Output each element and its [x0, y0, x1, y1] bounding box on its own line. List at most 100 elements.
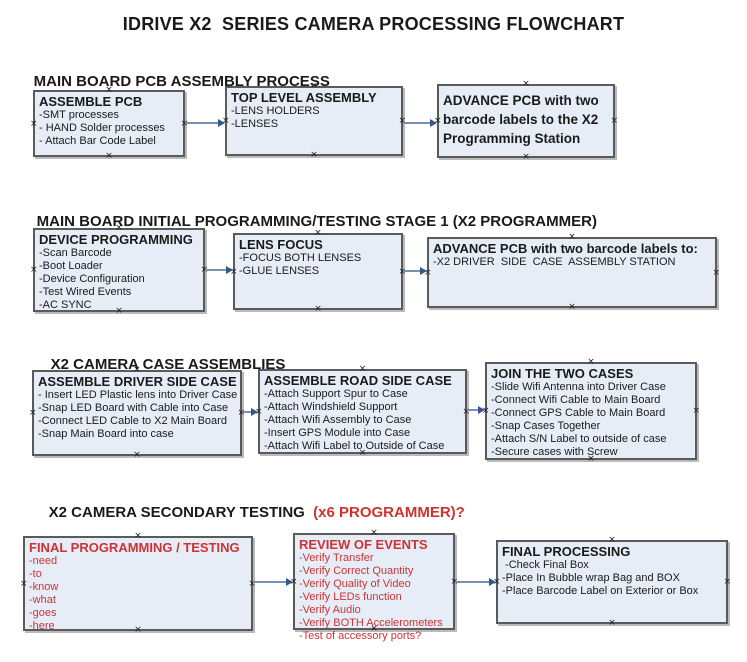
arrow-line: [185, 122, 220, 124]
arrow-head-icon: [430, 119, 437, 127]
flow-box-title: ASSEMBLE PCB: [39, 94, 143, 109]
arrow-review-to-final-processing: [455, 578, 496, 586]
connector-handle-left: ×: [424, 267, 432, 278]
flow-box-assemble-driver-side-case: ASSEMBLE DRIVER SIDE CASE - Insert LED P…: [29, 365, 245, 460]
flow-box-items: -Verify Transfer-Verify Correct Quantity…: [299, 552, 450, 643]
connector-handle-right: ×: [180, 119, 188, 128]
connector-handle-right: ×: [398, 267, 406, 276]
arrow-head-icon: [489, 578, 496, 586]
flow-box-item: -GLUE LENSES: [239, 265, 320, 277]
section-heading-initial-programming: MAIN BOARD INITIAL PROGRAMMING/TESTING S…: [20, 196, 597, 247]
flow-box-review-of-events: REVIEW OF EVENTS -Verify Transfer-Verify…: [290, 528, 458, 643]
arrow-final-programming-to-review: [253, 578, 293, 586]
flow-box-item: -Attach S/N Label to outside of case: [491, 433, 667, 445]
flow-box-item: -Insert GPS Module into Case: [264, 427, 411, 439]
flow-box-item: -Boot Loader: [39, 260, 103, 272]
connector-handle-left: ×: [493, 577, 501, 587]
connector-handle-left: ×: [255, 406, 263, 417]
flow-box-item: -here: [29, 620, 55, 632]
flow-box-item: -AC SYNC: [39, 299, 92, 311]
flow-box-title: ADVANCE PCB with two barcode labels to t…: [443, 93, 599, 146]
flow-box-title: JOIN THE TWO CASES: [491, 366, 634, 381]
connector-handle-bottom: ×: [358, 448, 367, 458]
flow-box-item: -FOCUS BOTH LENSES: [239, 252, 362, 264]
flow-box-item: -Verify Correct Quantity: [299, 565, 414, 577]
flow-box-items: -X2 DRIVER SIDE CASE ASSEMBLY STATION: [433, 256, 712, 269]
flow-box-item: -Snap Cases Together: [491, 420, 601, 432]
arrow-driver-case-to-road-case: [242, 408, 258, 416]
flow-box-item: -know: [29, 581, 59, 593]
connector-handle-left: ×: [20, 578, 28, 589]
flow-box-item: -Attach Wifi Label to Outside of Case: [264, 440, 445, 452]
flow-box-item: - Attach Bar Code Label: [39, 135, 156, 147]
flow-box-item: -Secure cases with Screw: [491, 446, 618, 458]
arrow-line: [253, 581, 288, 583]
section-heading-text: X2 CAMERA CASE ASSEMBLIES: [50, 356, 286, 373]
section-heading-secondary-testing: X2 CAMERA SECONDARY TESTING (x6 PROGRAMM…: [32, 487, 465, 538]
flow-box-item: -Snap LED Board with Cable into Case: [38, 402, 229, 414]
flow-box-title: ASSEMBLE DRIVER SIDE CASE: [38, 374, 237, 389]
page-title: IDRIVE X2 SERIES CAMERA PROCESSING FLOWC…: [122, 14, 625, 34]
flow-box-item: -Attach Windshield Support: [264, 401, 398, 413]
connector-handle-bottom: ×: [587, 454, 595, 464]
flow-box-item: -Verify BOTH Accelerometers: [299, 617, 443, 629]
connector-handle-right: ×: [692, 406, 700, 416]
flow-box-item: -Verify Quality of Video: [299, 578, 411, 590]
arrow-line: [455, 581, 491, 583]
flow-box-items: -Slide Wifi Antenna into Driver Case-Con…: [491, 381, 692, 459]
connector-handle-top: ×: [115, 223, 123, 233]
flow-box-items: -Scan Barcode-Boot Loader-Device Configu…: [39, 247, 200, 312]
flow-box-join-the-two-cases: JOIN THE TWO CASES -Slide Wifi Antenna i…: [482, 358, 700, 464]
connector-handle-left: ×: [230, 266, 238, 277]
connector-handle-top: ×: [358, 364, 367, 374]
connector-handle-top: ×: [133, 365, 141, 375]
flow-box-advance-pcb-driver-side-station: ADVANCE PCB with two barcode labels to: …: [424, 233, 720, 312]
flow-box-item: -Check Final Box: [502, 559, 589, 571]
flow-box-assemble-road-side-case: ASSEMBLE ROAD SIDE CASE -Attach Support …: [255, 364, 470, 458]
flow-box-item: -Device Configuration: [39, 273, 145, 285]
connector-handle-bottom: ×: [568, 302, 576, 312]
arrow-head-icon: [478, 406, 485, 414]
connector-handle-top: ×: [370, 528, 378, 538]
flow-box-item: -to: [29, 568, 42, 580]
arrow-lens-focus-to-advance-pcb: [403, 267, 427, 275]
connector-handle-left: ×: [29, 408, 37, 418]
flow-box-item: -Connect GPS Cable to Main Board: [491, 407, 666, 419]
section-heading-case-assemblies: X2 CAMERA CASE ASSEMBLIES: [34, 339, 286, 390]
connector-handle-right: ×: [610, 116, 618, 126]
flow-box-item: -Attach Wifi Assembly to Case: [264, 414, 412, 426]
connector-handle-left: ×: [434, 116, 442, 126]
flow-box-item: -Connect LED Cable to X2 Main Board: [38, 415, 227, 427]
flow-box-item: -what: [29, 594, 56, 606]
connector-handle-top: ×: [608, 535, 616, 545]
connector-handle-bottom: ×: [134, 625, 142, 635]
connector-handle-bottom: ×: [115, 306, 123, 316]
arrow-head-icon: [251, 408, 258, 416]
connector-handle-bottom: ×: [105, 151, 113, 161]
section-heading-pcb-assembly: MAIN BOARD PCB ASSEMBLY PROCESS: [17, 56, 330, 107]
flow-box-items: -Check Final Box-Place In Bubble wrap Ba…: [502, 559, 723, 598]
arrow-line: [403, 270, 422, 272]
connector-handle-bottom: ×: [310, 150, 318, 160]
flow-box-item: -Verify LEDs function: [299, 591, 402, 603]
flow-box-item: -Place In Bubble wrap Bag and BOX: [502, 572, 680, 584]
flow-box-final-programming-testing: FINAL PROGRAMMING / TESTING -need-to-kno…: [20, 532, 256, 635]
arrow-line: [403, 122, 432, 124]
flow-box-item: -Attach Support Spur to Case: [264, 388, 408, 400]
flow-box-item: -Verify Transfer: [299, 552, 374, 564]
flow-box-item: -Connect Wifi Cable to Main Board: [491, 394, 661, 406]
flow-box-title: LENS FOCUS: [239, 237, 323, 252]
section-heading-text: MAIN BOARD PCB ASSEMBLY PROCESS: [33, 73, 330, 90]
flow-box-final-processing: FINAL PROCESSING -Check Final Box-Place …: [493, 535, 731, 628]
connector-handle-left: ×: [290, 576, 298, 587]
connector-handle-right: ×: [723, 577, 731, 587]
flow-box-item: -X2 DRIVER SIDE CASE ASSEMBLY STATION: [433, 256, 676, 268]
connector-handle-right: ×: [200, 266, 208, 275]
arrow-head-icon: [286, 578, 293, 586]
arrow-top-level-to-advance-pcb: [403, 119, 437, 127]
arrow-head-icon: [226, 266, 233, 274]
arrow-road-case-to-join-cases: [467, 406, 485, 414]
flow-box-item: -Slide Wifi Antenna into Driver Case: [491, 381, 666, 393]
arrow-device-programming-to-lens-focus: [205, 266, 233, 274]
